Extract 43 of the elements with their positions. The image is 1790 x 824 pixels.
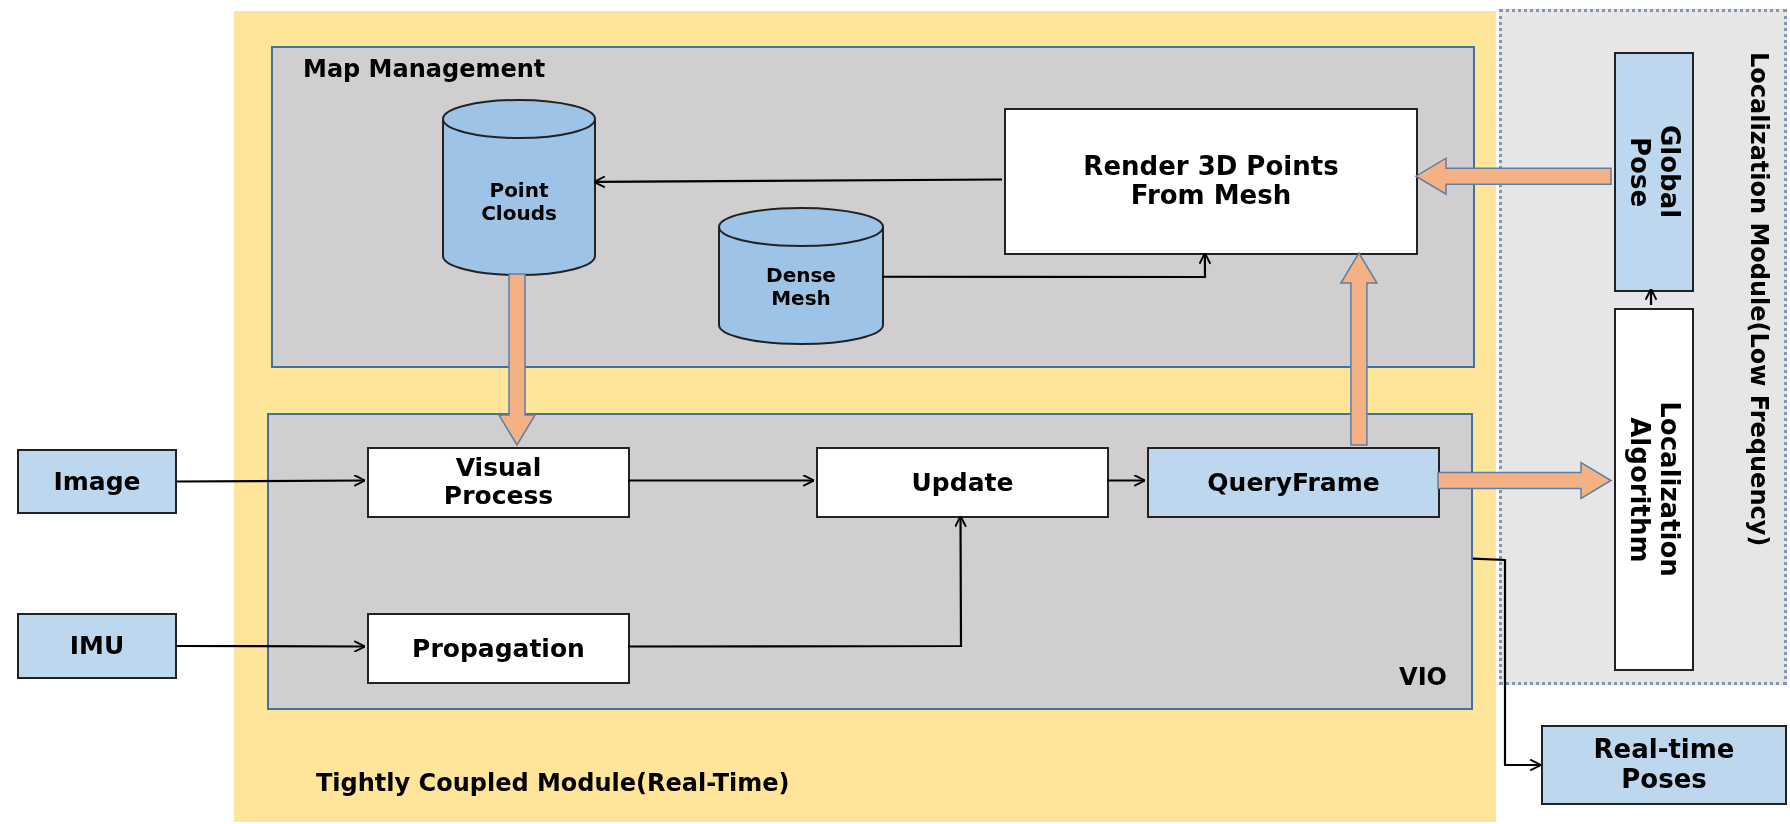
node-label: Render 3D Points From Mesh (1082, 151, 1340, 212)
panel-title: Tightly Coupled Module(Real-Time) (316, 770, 790, 798)
node-label: Visual Process (442, 453, 555, 512)
arrow (177, 474, 366, 487)
map-management-panel (271, 46, 1475, 368)
process-box (1147, 447, 1440, 518)
node-label: Localization Algorithm (1624, 400, 1684, 580)
block-arrow (1339, 251, 1379, 446)
process-box (1614, 308, 1694, 671)
process-box (1004, 108, 1418, 255)
input-box (17, 449, 177, 514)
node-label: Global Pose (1624, 124, 1684, 221)
process-box (816, 447, 1109, 518)
node-label: Point Clouds (480, 178, 558, 225)
arrow (1107, 474, 1146, 487)
node-label: Dense Mesh (765, 264, 837, 311)
node-label: Real-time Poses (1592, 735, 1736, 795)
node-label: Update (910, 468, 1015, 497)
arrow (177, 640, 366, 653)
block-arrow (497, 273, 537, 447)
arrow (628, 515, 967, 648)
arrow (593, 175, 1002, 189)
output-box (1541, 725, 1787, 805)
arrow (882, 252, 1212, 279)
node-label: Image (52, 467, 142, 496)
arrow (1644, 288, 1658, 305)
block-arrow (1414, 156, 1612, 196)
arrow (628, 474, 815, 487)
process-box (367, 447, 630, 518)
node-label: QueryFrame (1206, 468, 1381, 497)
panel-title: VIO (1399, 664, 1447, 692)
vio-panel (267, 413, 1473, 710)
process-box (367, 613, 630, 684)
module-panel (234, 11, 1496, 822)
input-box (17, 613, 177, 679)
process-box (1614, 52, 1694, 292)
panel-title: Map Management (303, 56, 546, 84)
block-arrow (1437, 461, 1613, 500)
panel-title: Localization Module(Low Frequency) (1744, 52, 1772, 547)
node-label: IMU (68, 631, 126, 661)
localization-module-panel (1499, 9, 1787, 685)
arrow (1472, 557, 1542, 772)
node-label: Propagation (411, 634, 586, 663)
